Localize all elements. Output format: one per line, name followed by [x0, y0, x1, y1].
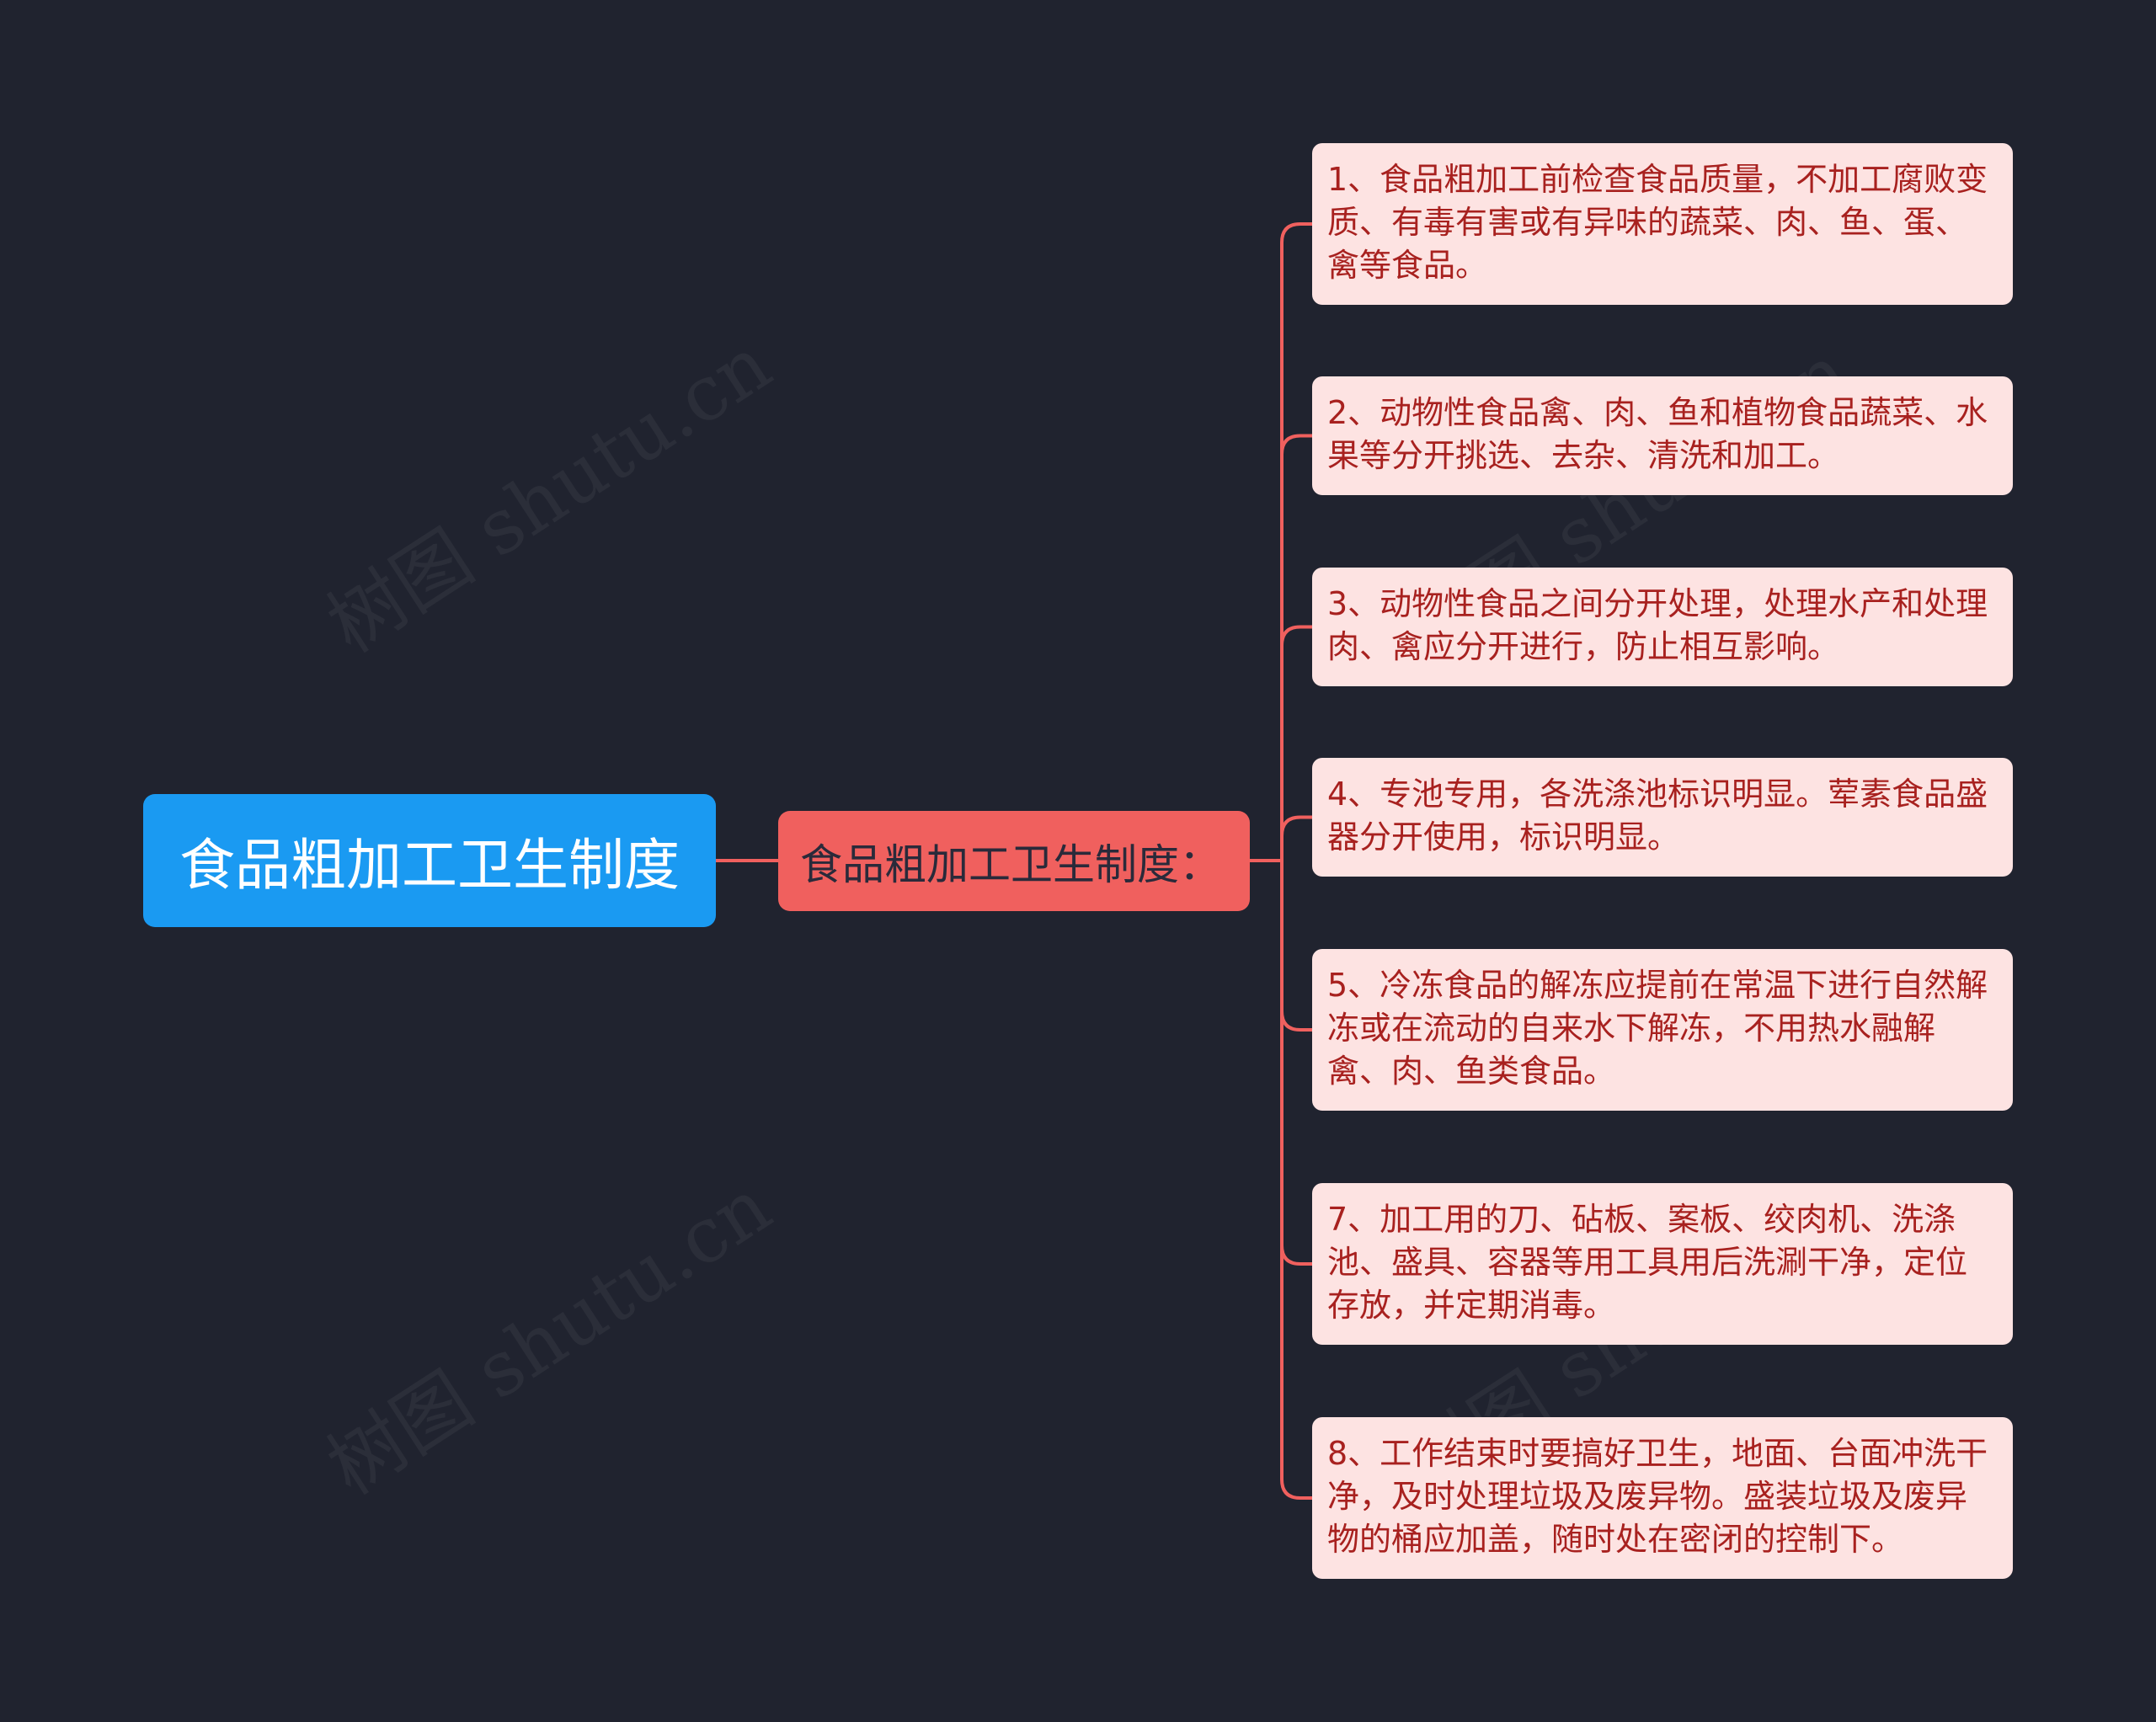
leaf-connector-3: [1280, 625, 1312, 646]
leaf-text: 4、专池专用，各洗涤池标识明显。荤素食品盛器分开使用，标识明显。: [1327, 776, 1988, 856]
leaf-connector-2: [1280, 434, 1312, 455]
leaf-node-8[interactable]: 8、工作结束时要搞好卫生，地面、台面冲洗干净，及时处理垃圾及废异物。盛装垃圾及废…: [1312, 1417, 2013, 1579]
leaf-connector-6: [1280, 1245, 1312, 1266]
leaf-node-7[interactable]: 7、加工用的刀、砧板、案板、绞肉机、洗涤池、盛具、容器等用工具用后洗涮干净，定位…: [1312, 1183, 2013, 1345]
leaf-node-3[interactable]: 3、动物性食品之间分开处理，处理水产和处理肉、禽应分开进行，防止相互影响。: [1312, 568, 2013, 686]
leaf-connector-1: [1280, 222, 1312, 243]
leaf-node-1[interactable]: 1、食品粗加工前检查食品质量，不加工腐败变质、有毒有害或有异味的蔬菜、肉、鱼、蛋…: [1312, 143, 2013, 305]
leaf-connector-4: [1280, 815, 1312, 836]
leaf-text: 7、加工用的刀、砧板、案板、绞肉机、洗涤池、盛具、容器等用工具用后洗涮干净，定位…: [1327, 1201, 1968, 1324]
leaf-text: 1、食品粗加工前检查食品质量，不加工腐败变质、有毒有害或有异味的蔬菜、肉、鱼、蛋…: [1327, 161, 1988, 284]
root-topic-node[interactable]: 食品粗加工卫生制度: [143, 794, 716, 927]
root-topic-label: 食品粗加工卫生制度: [179, 833, 680, 898]
branch-topic-node[interactable]: 食品粗加工卫生制度：: [778, 811, 1250, 911]
leaf-text: 5、冷冻食品的解冻应提前在常温下进行自然解冻或在流动的自来水下解冻，不用热水融解…: [1327, 967, 1988, 1090]
leaf-connector-5: [1280, 1010, 1312, 1032]
leaf-node-4[interactable]: 4、专池专用，各洗涤池标识明显。荤素食品盛器分开使用，标识明显。: [1312, 758, 2013, 877]
leaf-node-5[interactable]: 5、冷冻食品的解冻应提前在常温下进行自然解冻或在流动的自来水下解冻，不用热水融解…: [1312, 949, 2013, 1111]
branch-topic-label: 食品粗加工卫生制度：: [800, 840, 1221, 889]
leaf-node-2[interactable]: 2、动物性食品禽、肉、鱼和植物食品蔬菜、水果等分开挑选、去杂、清洗和加工。: [1312, 376, 2013, 495]
leaf-text: 2、动物性食品禽、肉、鱼和植物食品蔬菜、水果等分开挑选、去杂、清洗和加工。: [1327, 394, 1988, 474]
leaf-text: 8、工作结束时要搞好卫生，地面、台面冲洗干净，及时处理垃圾及废异物。盛装垃圾及废…: [1327, 1435, 1988, 1558]
leaf-connector-7: [1280, 1479, 1312, 1500]
leaf-text: 3、动物性食品之间分开处理，处理水产和处理肉、禽应分开进行，防止相互影响。: [1327, 585, 1988, 665]
